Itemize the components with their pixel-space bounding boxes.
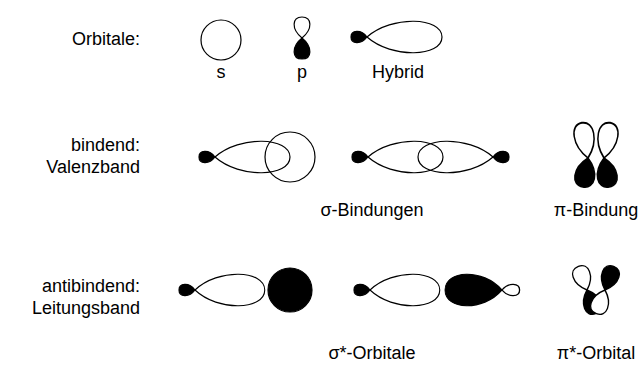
- pi-star-orbital: [570, 263, 622, 316]
- sigma-bond-hybrid-s: [199, 132, 315, 182]
- sigma-star-hybrid-s: [179, 268, 312, 312]
- pi-bond: [572, 121, 620, 189]
- label-text: σ-Bindungen: [320, 200, 423, 222]
- s-orbital: [201, 20, 241, 60]
- hybrid-orbital: [351, 21, 442, 53]
- label-text: σ*-Orbitale: [328, 343, 415, 365]
- label-text: π-Bindung: [554, 200, 638, 222]
- sigma-bond-hybrid-hybrid: [352, 141, 509, 173]
- label-text: Hybrid: [372, 62, 424, 84]
- label-text: p: [297, 62, 307, 84]
- label-text: π*-Orbital: [557, 343, 635, 365]
- sigma-star-hybrid-hybrid: [354, 274, 520, 306]
- label-text: bindend: Valenzband: [28, 135, 140, 178]
- label-text: Orbitale:: [72, 29, 140, 51]
- label-text: s: [217, 62, 226, 84]
- p-orbital: [294, 17, 310, 59]
- label-text: antibindend: Leitungsband: [18, 276, 140, 319]
